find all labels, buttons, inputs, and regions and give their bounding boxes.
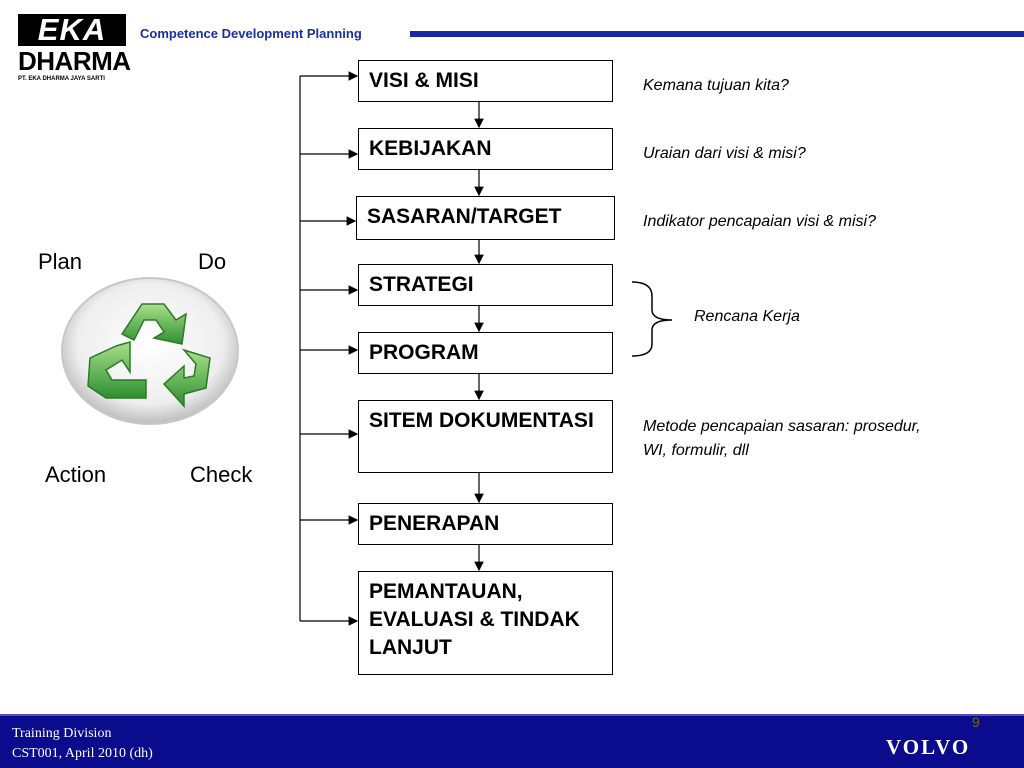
pdca-action-label: Action bbox=[45, 462, 107, 487]
footer-bar bbox=[0, 716, 1024, 768]
footer-stripe bbox=[0, 714, 1024, 717]
note-sasaran: Indikator pencapaian visi & misi? bbox=[643, 213, 877, 230]
logo-text-dharma: DHARMA bbox=[18, 46, 131, 76]
pdca-plan-label: Plan bbox=[38, 249, 83, 274]
footer-document-code: CST001, April 2010 (dh) bbox=[12, 746, 153, 761]
note-kebijakan: Uraian dari visi & misi? bbox=[643, 145, 806, 162]
step-visi-misi: VISI & MISI bbox=[358, 60, 613, 102]
step-strategi: STRATEGI bbox=[358, 264, 613, 306]
logo-subtitle: PT. EKA DHARMA JAYA SARTI bbox=[18, 76, 105, 82]
company-logo: EKA DHARMA PT. EKA DHARMA JAYA SARTI bbox=[18, 14, 131, 84]
note-rencana-kerja: Rencana Kerja bbox=[694, 308, 800, 325]
header-divider bbox=[410, 31, 1024, 37]
pdca-do-label: Do bbox=[198, 249, 227, 274]
step-sasaran-target: SASARAN/TARGET bbox=[356, 196, 615, 240]
step-penerapan: PENERAPAN bbox=[358, 503, 613, 545]
recycle-icon bbox=[61, 277, 239, 425]
step-sitem-dokumentasi: SITEM DOKUMENTASI bbox=[358, 400, 613, 473]
step-program: PROGRAM bbox=[358, 332, 613, 374]
note-visi: Kemana tujuan kita? bbox=[643, 77, 789, 94]
volvo-logo: VOLVO bbox=[886, 735, 971, 759]
pdca-check-label: Check bbox=[190, 462, 253, 487]
footer-division: Training Division bbox=[12, 726, 112, 741]
page-title: Competence Development Planning bbox=[140, 26, 362, 41]
logo-text-eka: EKA bbox=[18, 14, 126, 46]
step-pemantauan-evaluasi: PEMANTAUAN, EVALUASI & TINDAK LANJUT bbox=[358, 571, 613, 675]
step-kebijakan: KEBIJAKAN bbox=[358, 128, 613, 170]
note-metode: Metode pencapaian sasaran: prosedur, WI,… bbox=[643, 418, 921, 459]
page-number: 9 bbox=[972, 714, 980, 730]
